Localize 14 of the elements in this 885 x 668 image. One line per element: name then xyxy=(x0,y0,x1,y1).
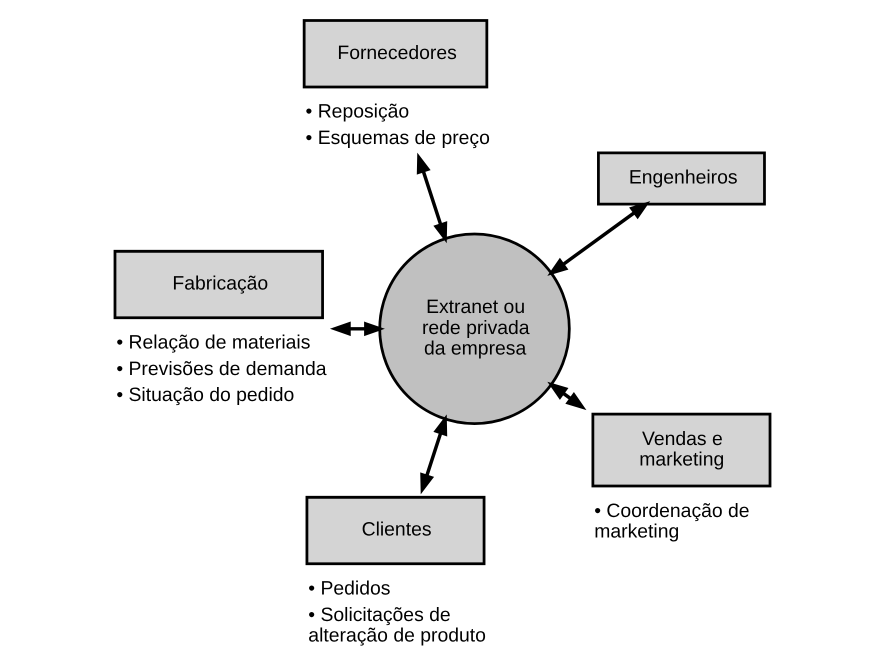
node-label: • Previsões de demanda xyxy=(116,358,327,380)
node-label: • Pedidos xyxy=(308,577,390,600)
arrow xyxy=(547,382,586,410)
arrow xyxy=(330,322,385,336)
arrow xyxy=(416,152,448,244)
node-label: • Solicitações de alteração de produto xyxy=(308,604,486,647)
arrow xyxy=(420,414,448,494)
node-label: • Coordenação de marketing xyxy=(594,500,750,543)
node-box: Engenheiros xyxy=(597,152,766,206)
node-label: • Relação de materiais xyxy=(116,331,310,354)
node-label: • Reposição xyxy=(306,100,410,123)
arrow xyxy=(547,201,650,276)
node-label: • Situação do pedido xyxy=(116,384,294,406)
node-label: • Esquemas de preço xyxy=(306,126,490,149)
